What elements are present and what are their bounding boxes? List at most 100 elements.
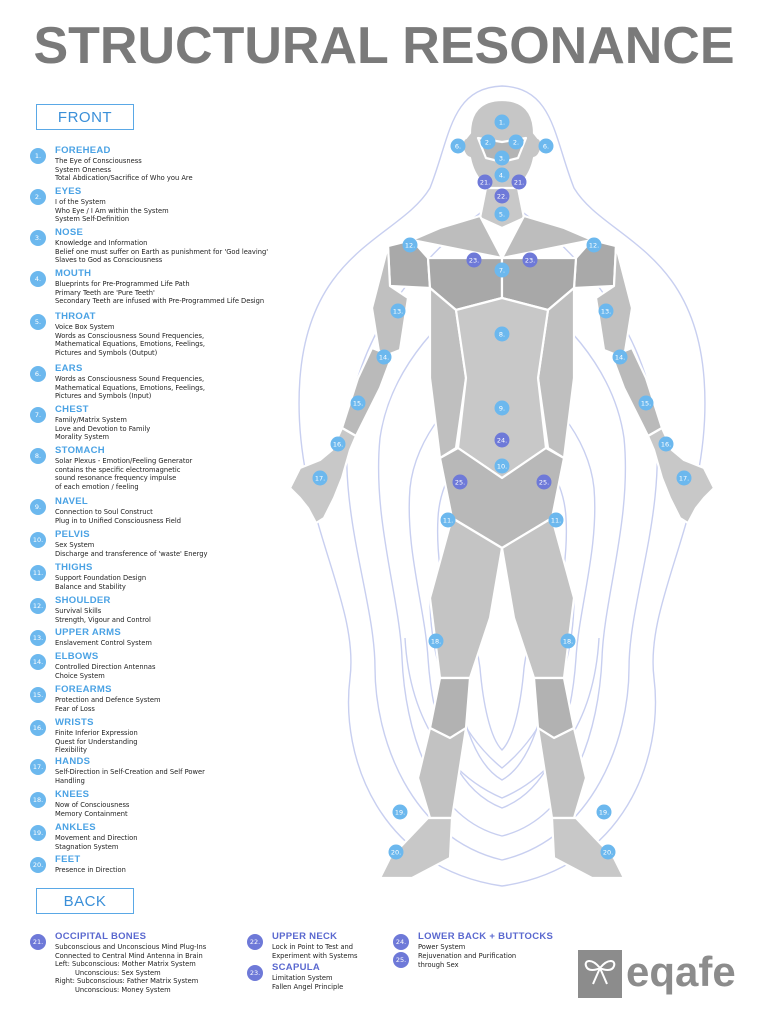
figure-marker-19: 13. (598, 303, 614, 319)
item-heading: EARS (55, 363, 83, 374)
item-line: Discharge and transference of 'waste' En… (55, 549, 208, 558)
svg-text:7.: 7. (499, 266, 505, 274)
figure-marker-13: 12. (402, 237, 418, 253)
item-line: Family/Matrix System (55, 416, 127, 424)
item-line: Now of Consciousness (55, 801, 130, 809)
svg-text:6.: 6. (455, 142, 461, 150)
svg-text:3.: 3. (499, 154, 505, 162)
number-badge: 18. (30, 792, 46, 808)
item-heading: WRISTS (55, 717, 94, 728)
figure-number-markers: 1.2.2.3.4.5.6.6.21.21.22.7.12.12.23.23.8… (312, 114, 692, 860)
item-line: of each emotion / feeling (55, 482, 139, 491)
figure-marker-17: 8. (494, 326, 510, 342)
number-badge: 22. (247, 934, 263, 950)
back-section-label: BACK (36, 888, 134, 914)
svg-text:24.: 24. (497, 436, 507, 444)
item-heading: OCCIPITAL BONES (55, 931, 147, 942)
item-line: Words as Consciousness Sound Frequencies… (55, 331, 205, 340)
svg-text:16.: 16. (333, 440, 343, 448)
front-section-label: FRONT (36, 104, 134, 130)
svg-text:9.: 9. (499, 404, 505, 412)
item-heading: LOWER BACK + BUTTOCKS (418, 931, 554, 942)
number-badge: 1. (30, 148, 46, 164)
figure-marker-22: 15. (350, 395, 366, 411)
item-line: Protection and Defence System (55, 696, 161, 704)
item-line: Finite Inferior Expression (55, 729, 138, 737)
item-heading: UPPER NECK (272, 931, 338, 942)
svg-text:19.: 19. (395, 808, 405, 816)
number-badge: 7. (30, 407, 46, 423)
svg-text:5.: 5. (499, 210, 505, 218)
number-badge: 20. (30, 857, 46, 873)
item-line: through Sex (418, 960, 459, 969)
figure-marker-7: 6. (450, 138, 466, 154)
number-badge: 21. (30, 934, 46, 950)
figure-marker-33: 11. (440, 512, 456, 528)
item-line: Total Abdication/Sacrifice of Who you Ar… (55, 174, 193, 183)
figure-marker-5: 4. (494, 167, 510, 183)
svg-text:19.: 19. (599, 808, 609, 816)
item-line: sound resonance frequency impulse (55, 474, 177, 483)
svg-text:23.: 23. (525, 256, 535, 264)
item-line: Primary Teeth are 'Pure Teeth' (55, 288, 155, 297)
figure-marker-24: 9. (494, 400, 510, 416)
item-heading: UPPER ARMS (55, 627, 121, 638)
item-line: Enslavement Control System (55, 639, 152, 647)
figure-marker-27: 16. (658, 436, 674, 452)
item-heading: CHEST (55, 404, 89, 415)
item-line: Handling (55, 776, 85, 785)
number-badge: 14. (30, 654, 46, 670)
figure-marker-3: 2. (508, 134, 524, 150)
figure-marker-37: 19. (392, 804, 408, 820)
body-silhouette (288, 98, 716, 880)
number-badge: 19. (30, 825, 46, 841)
item-line: Movement and Direction (55, 834, 138, 842)
figure-marker-26: 16. (330, 436, 346, 452)
item-line: Slaves to God as Consciousness (55, 256, 163, 265)
svg-text:11.: 11. (551, 516, 561, 524)
item-heading: ANKLES (55, 822, 96, 833)
figure-marker-12: 7. (494, 262, 510, 278)
svg-text:10.: 10. (497, 462, 507, 470)
figure-marker-15: 23. (466, 252, 482, 268)
svg-text:1.: 1. (499, 118, 505, 126)
figure-marker-23: 15. (638, 395, 654, 411)
item-line: Survival Skills (55, 607, 102, 615)
svg-text:12.: 12. (405, 241, 415, 249)
item-heading: MOUTH (55, 268, 92, 279)
figure-marker-16: 23. (522, 252, 538, 268)
item-line: Quest for Understanding (55, 737, 138, 746)
svg-text:8.: 8. (499, 330, 505, 338)
item-line: Secondary Teeth are infused with Pre-Pro… (55, 297, 265, 306)
eqafe-logo: eqafe (578, 948, 738, 998)
svg-text:12.: 12. (589, 241, 599, 249)
item-line: Connection to Soul Construct (55, 508, 153, 516)
item-line: System Self-Definition (55, 215, 130, 224)
number-badge: 8. (30, 448, 46, 464)
item-line: Love and Devotion to Family (55, 424, 151, 433)
item-line: Fear of Loss (55, 704, 95, 713)
item-line: Sex System (55, 541, 95, 549)
item-heading: THROAT (55, 311, 96, 322)
number-badge: 6. (30, 366, 46, 382)
number-badge: 15. (30, 687, 46, 703)
figure-marker-11: 22. (494, 188, 510, 204)
number-badge: 17. (30, 759, 46, 775)
item-line: contains the specific electromagnetic (55, 465, 181, 474)
item-line: Right: Subconscious: Father Matrix Syste… (55, 977, 199, 986)
item-line: Mathematical Equations, Emotions, Feelin… (55, 340, 205, 349)
svg-text:18.: 18. (563, 637, 573, 645)
number-badge: 23. (247, 965, 263, 981)
number-badge: 9. (30, 499, 46, 515)
item-line: Lock in Point to Test and (272, 943, 354, 951)
item-line: Strength, Vigour and Control (55, 615, 151, 624)
number-badge: 10. (30, 532, 46, 548)
item-heading: NOSE (55, 227, 84, 238)
svg-text:13.: 13. (601, 307, 611, 315)
item-heading: THIGHS (55, 562, 93, 573)
item-heading: PELVIS (55, 529, 90, 540)
svg-text:22.: 22. (497, 192, 507, 200)
figure-marker-21: 14. (612, 349, 628, 365)
number-badge: 24. (393, 934, 409, 950)
item-heading: STOMACH (55, 445, 105, 456)
